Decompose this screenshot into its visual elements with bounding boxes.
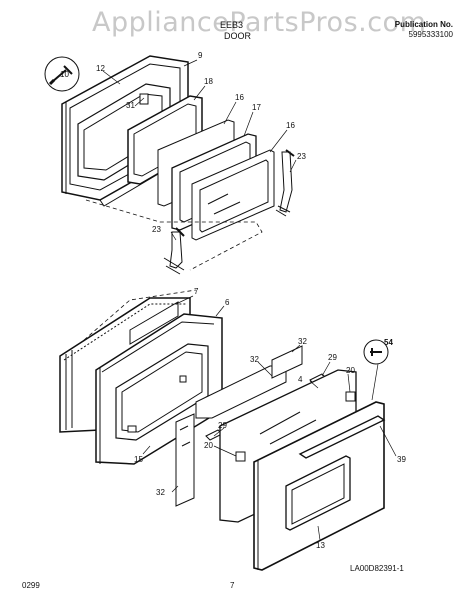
handle-39 (298, 415, 386, 459)
watermark: AppliancePartsPros.com (92, 7, 427, 38)
callout-32-a: 32 (250, 355, 259, 364)
callout-39: 39 (397, 455, 406, 464)
screw-part-54 (363, 339, 389, 365)
publication-number: 5995333100 (408, 30, 454, 39)
outer-door-13 (253, 401, 385, 571)
callout-20-a: 20 (346, 366, 355, 375)
callout-32-b: 32 (298, 337, 307, 346)
callout-10: 10 (60, 70, 69, 79)
callout-17: 17 (252, 103, 261, 112)
clip-20-upper (345, 391, 356, 402)
callout-29-a: 29 (328, 353, 337, 362)
callout-9: 9 (198, 51, 203, 60)
callout-29-b: 29 (218, 421, 227, 430)
callout-23-a: 23 (297, 152, 306, 161)
model-number: EEB3 (220, 20, 244, 30)
footer-code: 0299 (22, 581, 40, 590)
film-32 (175, 345, 303, 507)
diagram-title: DOOR (224, 31, 251, 41)
callout-18: 18 (204, 77, 213, 86)
publication-block: Publication No. 5995333100 (395, 20, 453, 40)
callout-labels: 10 12 9 18 31 16 17 16 23 23 7 6 32 32 2… (60, 51, 406, 550)
callout-12: 12 (96, 64, 105, 73)
callout-6: 6 (225, 298, 230, 307)
callout-31: 31 (126, 101, 135, 110)
glass-panes (157, 119, 275, 241)
callout-7: 7 (194, 287, 199, 296)
drawing-code: LA00D82391-1 (350, 564, 404, 573)
hinge-right-23 (275, 149, 295, 217)
page-number: 7 (230, 581, 235, 590)
hinge-left-23 (163, 227, 185, 275)
screw-part-10 (44, 56, 80, 92)
callout-15: 15 (134, 455, 143, 464)
callout-23-b: 23 (152, 225, 161, 234)
callout-32-c: 32 (156, 488, 165, 497)
callout-16-a: 16 (235, 93, 244, 102)
callout-16-b: 16 (286, 121, 295, 130)
clip-20-lower (235, 451, 246, 462)
callout-13: 13 (316, 541, 325, 550)
callout-4: 4 (298, 375, 303, 384)
callout-54: 54 (384, 338, 393, 347)
publication-label: Publication No. (394, 20, 453, 29)
callout-20-b: 20 (204, 441, 213, 450)
